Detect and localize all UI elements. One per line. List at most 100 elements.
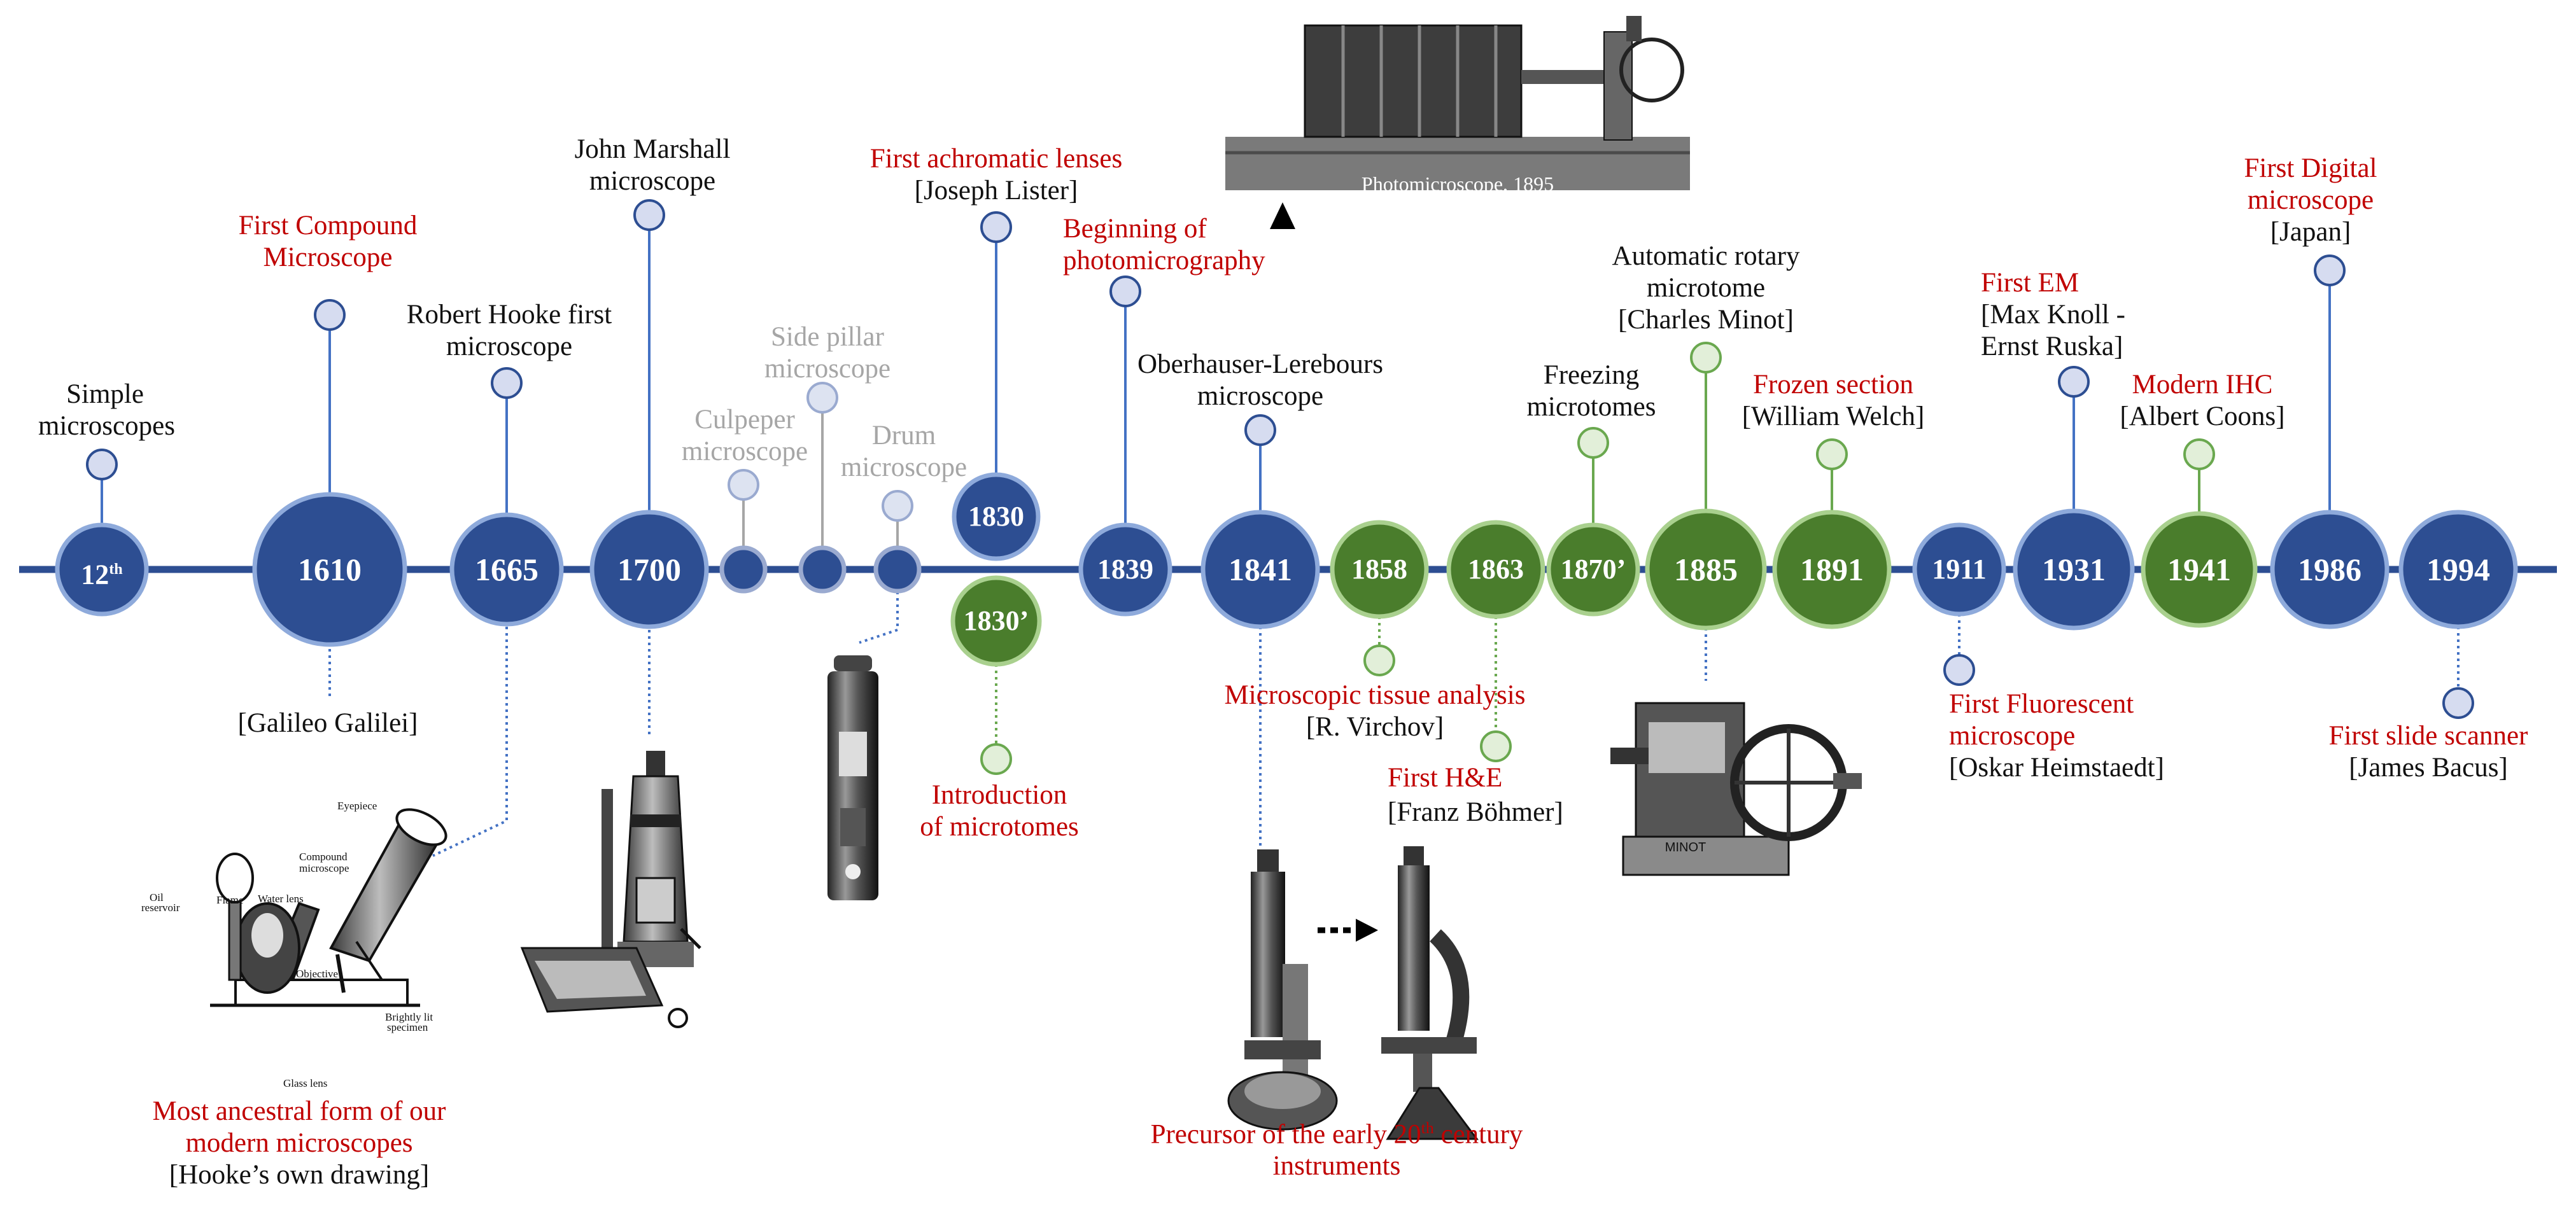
marker-circle-n1870p <box>1577 427 1609 459</box>
year-node-n1941 <box>2141 511 2258 628</box>
label-robert-hooke-first-microscope-line-2: microscope <box>446 331 573 361</box>
year-label-n1830: 1830 <box>968 501 1024 532</box>
label-first-em-line-1: First EM <box>1981 268 2080 298</box>
label-freezing-microtomes-line-2: microtomes <box>1526 392 1656 422</box>
label-joseph-lister-line-1: [Joseph Lister] <box>914 176 1078 206</box>
label-side-pillar-microscope-line-1: Side pillar <box>771 322 884 352</box>
label-automatic-rotary-microtome-line-1: Automatic rotary <box>1612 241 1800 271</box>
label-first-he-line-1: First H&E <box>1388 763 1503 793</box>
label-japan: [Japan] <box>2202 216 2419 248</box>
precursor-microscope-right-drawing <box>1381 846 1479 1140</box>
label-frozen-section: Frozen section <box>1719 369 1948 401</box>
label-franz-bohmer-line-1: [Franz Böhmer] <box>1388 797 1563 827</box>
marker-circle-n1863 <box>1480 730 1512 762</box>
svg-text:microscope: microscope <box>299 862 349 874</box>
label-albert-coons: [Albert Coons] <box>2088 401 2317 433</box>
year-node-n1665 <box>449 512 564 627</box>
label-simple-microscopes-line-1: Simple <box>66 379 144 409</box>
precursor-microscope-left-drawing <box>1227 849 1338 1131</box>
svg-text:Glass lens: Glass lens <box>283 1077 327 1089</box>
year-node-n1870p <box>1546 522 1640 617</box>
marker-circle-n1839 <box>1109 276 1141 307</box>
label-most-ancestral-form-line-1: Most ancestral form of our <box>152 1096 446 1126</box>
label-beginning-of-photomicrography-line-1: Beginning of <box>1063 214 1207 244</box>
year-node-n1839 <box>1078 522 1172 617</box>
label-simple-microscopes-line-2: microscopes <box>38 411 175 441</box>
year-node-n1830p <box>950 575 1042 667</box>
marker-circle-n1841 <box>1244 414 1276 446</box>
year-label-n1885: 1885 <box>1674 552 1738 587</box>
marker-circle-nCulpeper <box>728 469 759 501</box>
label-first-slide-scanner: First slide scanner <box>2291 720 2565 752</box>
year-node-n1994 <box>2398 510 2518 629</box>
label-first-compound-microscope-line-2: Microscope <box>263 242 393 272</box>
label-hookes-own-drawing-line-1: [Hooke’s own drawing] <box>169 1160 430 1190</box>
year-label-n1700: 1700 <box>617 552 681 587</box>
svg-text:Compound: Compound <box>299 851 348 863</box>
label-drum-microscope-line-2: microscope <box>840 452 968 482</box>
marker-circle-n1994 <box>2442 687 2474 719</box>
label-microscopic-tissue-analysis: Microscopic tissue analysis <box>1184 680 1566 711</box>
marker-circle-nSidePillar <box>806 382 838 414</box>
year-label-n1994: 1994 <box>2426 552 2490 587</box>
marker-circle-n1911 <box>1943 654 1975 686</box>
year-node-n1911 <box>1912 522 2006 617</box>
photomicroscope-caption: Photomicroscope, 1895 <box>1362 172 1554 195</box>
label-franz-bohmer: [Franz Böhmer] <box>1388 797 1604 828</box>
label-max-knoll-ernst-ruska: [Max Knoll -Ernst Ruska] <box>1981 299 2197 363</box>
label-oberhauser-lerebours-microscope-line-1: Oberhauser-Lerebours <box>1137 349 1383 379</box>
year-node-nCulpeper <box>719 545 768 594</box>
year-node-n1841 <box>1200 510 1320 629</box>
marker-circle-n1858 <box>1363 645 1395 676</box>
year-label-n1858: 1858 <box>1351 554 1407 585</box>
right-arrow-icon <box>1318 919 1378 942</box>
year-label-n12th: 12th <box>81 559 123 590</box>
label-precursor-20th-century: Precursor of the early 20th century inst… <box>1069 1112 1604 1182</box>
label-oskar-heimstaedt: [Oskar Heimstaedt] <box>1949 752 2242 784</box>
year-node-n1610 <box>252 492 407 647</box>
year-node-n1891 <box>1772 510 1892 629</box>
label-first-digital-microscope-line-1: First Digital <box>2244 153 2377 183</box>
year-node-n1986 <box>2270 510 2389 629</box>
label-max-knoll-ernst-ruska-line-1: [Max Knoll - <box>1981 300 2125 330</box>
year-label-n1891: 1891 <box>1800 552 1864 587</box>
label-modern-ihc: Modern IHC <box>2088 369 2317 401</box>
label-first-achromatic-lenses-line-1: First achromatic lenses <box>869 144 1123 174</box>
precursor-line-2: instruments <box>1272 1151 1401 1182</box>
marker-circle-n1700 <box>633 199 665 231</box>
marker-circle-n1986 <box>2314 255 2346 286</box>
label-first-achromatic-lenses: First achromatic lenses <box>840 143 1152 175</box>
marker-circle-n1830p <box>980 743 1012 775</box>
label-albert-coons-line-1: [Albert Coons] <box>2120 401 2285 431</box>
year-label-n1931: 1931 <box>2042 552 2106 587</box>
svg-text:Objective: Objective <box>296 968 338 980</box>
year-label-n1841: 1841 <box>1228 552 1292 587</box>
label-introduction-of-microtomes-line-2: of microtomes <box>920 812 1079 842</box>
svg-text:Flame: Flame <box>216 894 244 906</box>
label-culpeper-microscope-line-2: microscope <box>681 436 808 466</box>
label-oskar-heimstaedt-line-1: [Oskar Heimstaedt] <box>1949 753 2164 783</box>
marker-circle-n1885 <box>1690 342 1722 373</box>
label-r-virchov-line-1: [R. Virchov] <box>1306 712 1444 742</box>
label-galileo-galilei-line-1: [Galileo Galilei] <box>237 708 418 738</box>
leader-n1665 <box>432 627 508 857</box>
label-john-marshall-microscope-line-2: microscope <box>589 166 716 196</box>
label-william-welch: [William Welch] <box>1719 401 1948 433</box>
year-label-n1986: 1986 <box>2298 552 2361 587</box>
label-john-marshall-microscope-line-1: John Marshall <box>574 134 731 164</box>
marker-circle-n1830 <box>980 211 1012 243</box>
label-james-bacus: [James Bacus] <box>2291 752 2565 784</box>
year-node-n1863 <box>1446 520 1545 619</box>
year-label-n1870p: 1870’ <box>1560 554 1626 585</box>
john-marshall-microscope-drawing <box>520 751 701 1028</box>
